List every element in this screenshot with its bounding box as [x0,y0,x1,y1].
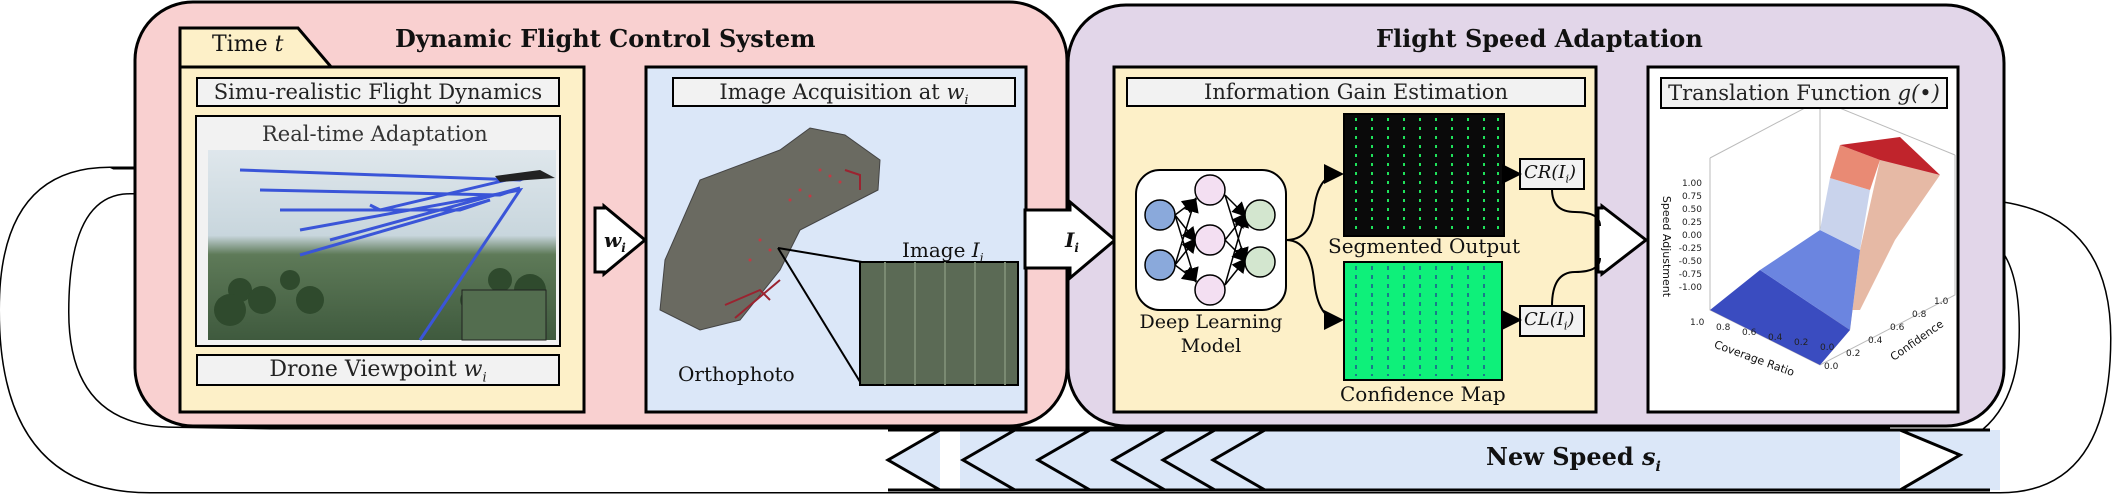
new-speed-band [960,430,2000,490]
z-tick: -0.50 [1678,257,1702,267]
orthophoto-image [659,127,881,331]
image-ii-label: Image Ii [902,238,984,265]
cr-box [1519,158,1585,190]
x-tick: 0.4 [1768,333,1783,343]
time-tab-label: Time t [212,32,284,57]
z-tick: -0.75 [1678,270,1702,280]
x-tick: 0.0 [1820,343,1835,353]
segmented-output-label: Segmented Output [1328,234,1521,258]
information-gain-title: Information Gain Estimation [1126,77,1586,107]
ii-arrow [1023,198,1118,282]
to-translation-arrow [1596,202,1649,278]
confidence-map-label: Confidence Map [1340,382,1506,406]
ii-arrow-label: Ii [1065,228,1079,255]
z-tick: 0.25 [1681,218,1702,228]
y-tick: 0.8 [1912,310,1927,320]
z-tick: 0.50 [1681,205,1702,215]
right-section-title: Flight Speed Adaptation [1376,24,1703,53]
drone-viewpoint-box: Drone Viewpoint wi [196,354,560,386]
segmented-output-image [1343,113,1505,237]
y-tick: 1.0 [1934,297,1949,307]
left-section-title: Dynamic Flight Control System [395,24,816,53]
cl-label: CL(Ii) [1524,309,1575,333]
orthophoto-label: Orthophoto [678,362,795,386]
z-axis-ticks: 1.00 0.75 0.50 0.25 0.00 -0.25 -0.50 -0.75 -1.00 [1664,178,1702,295]
y-tick: 0.6 [1890,323,1905,333]
image-patch [859,261,1019,386]
y-tick: 0.0 [1824,362,1839,372]
x-tick: 1.0 [1690,318,1705,328]
x-tick: 0.8 [1716,323,1731,333]
confidence-map-image [1343,261,1503,381]
z-tick: -1.00 [1678,283,1702,293]
translation-function-title: Translation Function g(•) [1660,77,1948,109]
sim-title-box: Simu-realistic Flight Dynamics [196,77,560,107]
z-tick: -0.25 [1678,244,1702,254]
wi-arrow-label: wi [604,228,626,255]
y-tick: 0.2 [1846,349,1861,359]
cl-box [1519,305,1585,337]
realtime-adaptation-label: Real-time Adaptation [262,122,488,146]
time-tab [178,26,334,70]
z-tick: 0.75 [1681,192,1702,202]
z-tick: 1.00 [1681,179,1702,189]
y-tick: 0.4 [1868,336,1883,346]
x-tick: 0.2 [1794,338,1809,348]
cr-label: CR(Ii) [1524,162,1577,186]
x-tick: 0.6 [1742,328,1757,338]
new-speed-label: New Speed si [1486,442,1661,475]
z-tick: 0.00 [1681,231,1702,241]
image-acquisition-title: Image Acquisition at wi [672,77,1016,108]
